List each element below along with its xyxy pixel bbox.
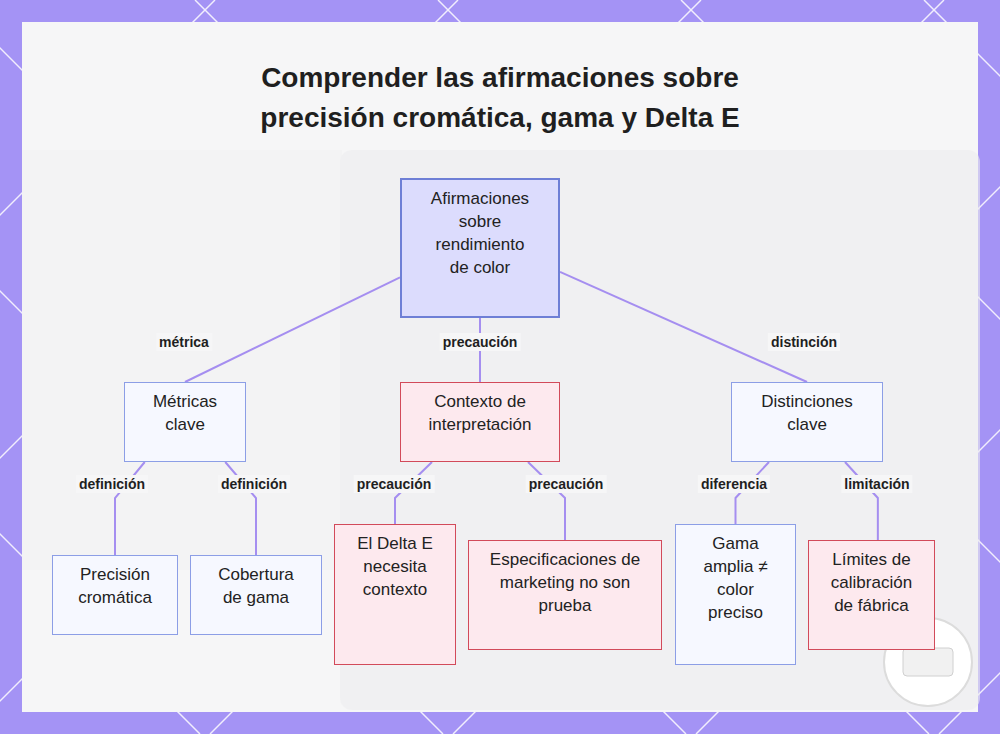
concept-box: Cobertura de gama — [190, 555, 322, 635]
node-text: Distinciones clave — [751, 390, 863, 436]
node-text: Especificaciones de marketing no son pru… — [489, 548, 641, 617]
node-text: Contexto de interpretación — [414, 390, 546, 436]
node-text: Métricas clave — [143, 390, 227, 436]
edge-label: limitación — [841, 475, 912, 493]
connector-line — [185, 277, 400, 382]
edge-label: métrica — [156, 333, 212, 351]
edge-label: diferencia — [698, 475, 770, 493]
edge-label: definición — [218, 475, 290, 493]
node-text: Precisión cromática — [65, 563, 165, 609]
concept-box: Métricas clave — [124, 382, 246, 462]
diagram-title: Comprender las afirmaciones sobre precis… — [220, 58, 780, 138]
concept-box: Gama amplia ≠ color preciso — [675, 524, 796, 665]
node-text: Afirmaciones sobre rendimiento de color — [424, 187, 536, 279]
caution-box: Especificaciones de marketing no son pru… — [468, 540, 662, 650]
connector-line — [736, 462, 770, 524]
concept-box: Precisión cromática — [52, 555, 178, 635]
node-text: El Delta E necesita contexto — [347, 532, 443, 601]
edge-label: precaución — [526, 475, 607, 493]
caution-box: Límites de calibración de fábrica — [808, 540, 935, 650]
node-text: Gama amplia ≠ color preciso — [696, 532, 776, 624]
node-text: Cobertura de gama — [208, 563, 304, 609]
connector-line — [528, 462, 565, 540]
caution-box: El Delta E necesita contexto — [334, 524, 456, 665]
edge-label: distinción — [768, 333, 840, 351]
concept-box: Distinciones clave — [731, 382, 883, 462]
connector-line — [395, 462, 432, 524]
connector-line — [845, 462, 878, 540]
caution-box: Contexto de interpretación — [400, 382, 560, 462]
edge-label: precaución — [440, 333, 521, 351]
node-text: Límites de calibración de fábrica — [821, 548, 923, 617]
connector-line — [560, 272, 807, 382]
concept-box: Afirmaciones sobre rendimiento de color — [400, 178, 560, 318]
edge-label: definición — [76, 475, 148, 493]
edge-label: precaución — [354, 475, 435, 493]
faded-background-panel — [22, 150, 342, 570]
